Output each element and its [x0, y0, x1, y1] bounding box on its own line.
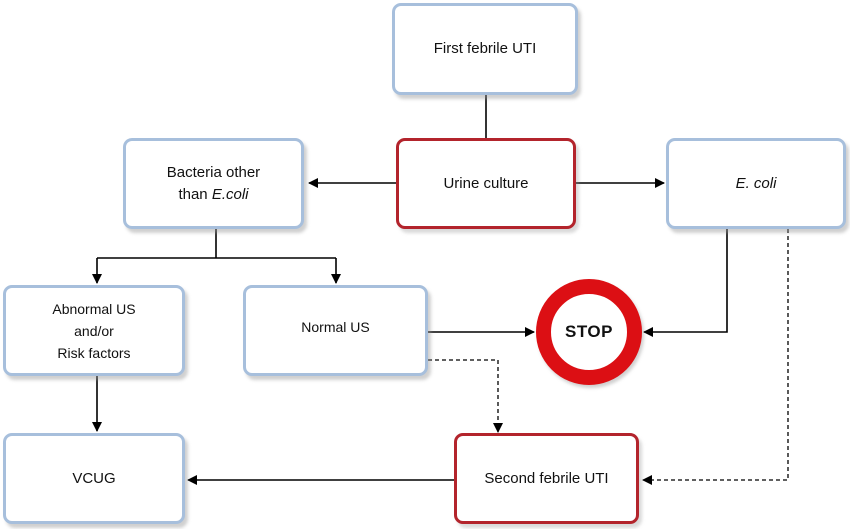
- second-febrile-uti-box: Second febrile UTI: [454, 433, 639, 524]
- abnormal-us-line3: Risk factors: [57, 344, 131, 361]
- stop-sign: STOP: [536, 279, 642, 385]
- first-febrile-uti-label: First febrile UTI: [433, 40, 537, 57]
- abnormal-us-line1: Abnormal US: [52, 300, 136, 317]
- stop-label: STOP: [565, 322, 613, 341]
- dashed-arrow-normal-us-to-second-uti: [428, 359, 503, 433]
- abnormal-us-text: Abnormal US and/or Risk factors: [52, 298, 135, 364]
- normal-us-label: Normal US: [301, 319, 370, 335]
- dashed-arrow-e-coli-to-second-uti: [642, 229, 789, 485]
- urine-culture-label: Urine culture: [443, 174, 529, 192]
- abnormal-us-line2: and/or: [74, 322, 114, 339]
- bacteria-other-organism: E.coli: [211, 185, 249, 203]
- vcug-label: VCUG: [72, 469, 116, 487]
- urine-culture-box: Urine culture: [396, 138, 576, 229]
- arrow-e-coli-to-stop: [643, 229, 728, 337]
- e-coli-label: E. coli: [735, 174, 777, 192]
- bacteria-other-box: Bacteria other than E.coli: [123, 138, 304, 229]
- abnormal-us-box: Abnormal US and/or Risk factors: [3, 285, 185, 376]
- second-febrile-uti-label: Second febrile UTI: [484, 469, 609, 487]
- vcug-box: VCUG: [3, 433, 185, 524]
- bacteria-other-line2: than E.coli: [167, 184, 260, 206]
- bacteria-other-line2-prefix: than: [178, 185, 212, 203]
- normal-us-box: Normal US: [243, 285, 428, 376]
- first-febrile-uti-box: First febrile UTI: [392, 3, 578, 95]
- e-coli-box: E. coli: [666, 138, 846, 229]
- bacteria-other-text: Bacteria other than E.coli: [167, 162, 260, 206]
- bacteria-other-line1: Bacteria other: [166, 163, 261, 181]
